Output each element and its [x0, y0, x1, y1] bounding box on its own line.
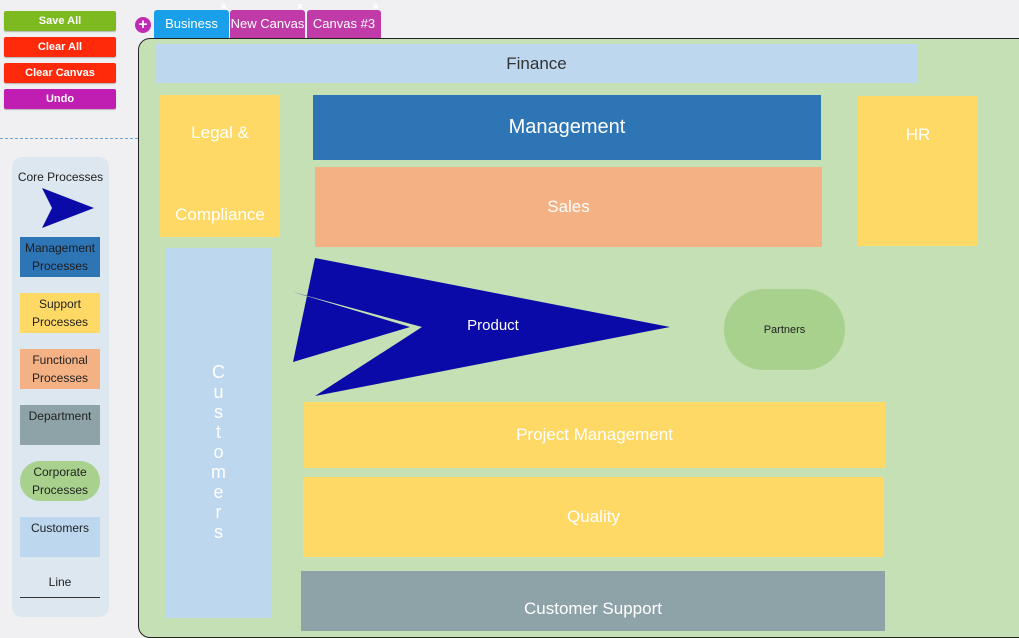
shape-customer-support[interactable]: Customer Support [301, 571, 885, 631]
shape-quality[interactable]: Quality [303, 477, 884, 557]
shape-management[interactable]: Management [313, 95, 821, 160]
customers-letter: t [215, 422, 221, 442]
save-all-button[interactable]: Save All [4, 11, 116, 31]
undo-button[interactable]: Undo [4, 89, 116, 109]
tab-new-canvas-label: New Canvas [230, 16, 305, 31]
shape-sales[interactable]: Sales [315, 167, 822, 247]
palette-department-label: Department [28, 409, 92, 423]
customers-letter: m [211, 462, 226, 482]
shape-product[interactable]: Product [290, 256, 675, 398]
palette-core-processes-label: Core Processes [17, 170, 104, 184]
tab-business-close-icon[interactable]: × [220, 1, 227, 13]
shape-finance-label: Finance [506, 53, 567, 73]
palette-support-processes[interactable]: Support Processes [20, 293, 100, 333]
palette-core-processes-arrow-icon[interactable] [32, 188, 94, 228]
palette-department[interactable]: Department [20, 405, 100, 445]
sidebar-divider [0, 138, 138, 139]
shape-legal-compliance[interactable]: Legal & Compliance [160, 95, 280, 237]
shape-product-label: Product [467, 317, 520, 334]
shape-management-label: Management [508, 116, 626, 138]
palette-management-processes[interactable]: Management Processes [20, 237, 100, 277]
customers-letter: s [214, 402, 223, 422]
tab-business-label: Business [165, 16, 218, 31]
shape-hr[interactable]: HR [858, 96, 978, 246]
palette-support-processes-label: Support Processes [31, 297, 89, 329]
palette-customers[interactable]: Customers [20, 517, 100, 557]
shape-legal-line1: Legal & [191, 123, 249, 142]
customers-letter: s [214, 522, 223, 542]
palette-functional-processes[interactable]: Functional Processes [20, 349, 100, 389]
customers-letter: r [215, 502, 222, 522]
shape-sales-label: Sales [547, 197, 590, 216]
shape-project-management-label: Project Management [516, 425, 673, 444]
tab-canvas-3[interactable]: Canvas #3 × [307, 1, 381, 38]
palette-management-processes-label: Management Processes [24, 241, 96, 273]
clear-canvas-button[interactable]: Clear Canvas [4, 63, 116, 83]
shape-quality-label: Quality [567, 507, 620, 526]
tab-canvas-3-close-icon[interactable]: × [372, 1, 379, 13]
shape-hr-label: HR [905, 125, 931, 144]
shape-partners-label: Partners [763, 323, 806, 336]
shape-project-management[interactable]: Project Management [304, 402, 885, 468]
customers-letter: C [212, 362, 225, 382]
shape-customer-support-label: Customer Support [524, 599, 662, 618]
customers-letter: e [213, 482, 224, 502]
palette-line-label[interactable]: Line [48, 575, 72, 589]
tab-new-canvas-close-icon[interactable]: × [296, 1, 303, 13]
palette-customers-label: Customers [30, 521, 89, 535]
tab-business[interactable]: Business × [154, 1, 229, 38]
shape-product-arrow [293, 258, 670, 396]
customers-letter: o [213, 442, 224, 462]
shape-finance[interactable]: Finance [155, 44, 918, 83]
clear-all-button[interactable]: Clear All [4, 37, 116, 57]
palette-corporate-processes[interactable]: Corporate Processes [20, 461, 100, 501]
palette-corporate-processes-label: Corporate Processes [31, 465, 89, 497]
tab-new-canvas[interactable]: New Canvas × [230, 1, 305, 38]
customers-letter: u [213, 382, 224, 402]
add-tab-button[interactable]: + [135, 17, 151, 33]
shape-partners[interactable]: Partners [724, 289, 845, 370]
shape-legal-line2: Compliance [175, 205, 265, 224]
palette-functional-processes-label: Functional Processes [31, 353, 89, 385]
tab-canvas-3-label: Canvas #3 [312, 16, 376, 31]
palette-line[interactable] [20, 597, 100, 598]
